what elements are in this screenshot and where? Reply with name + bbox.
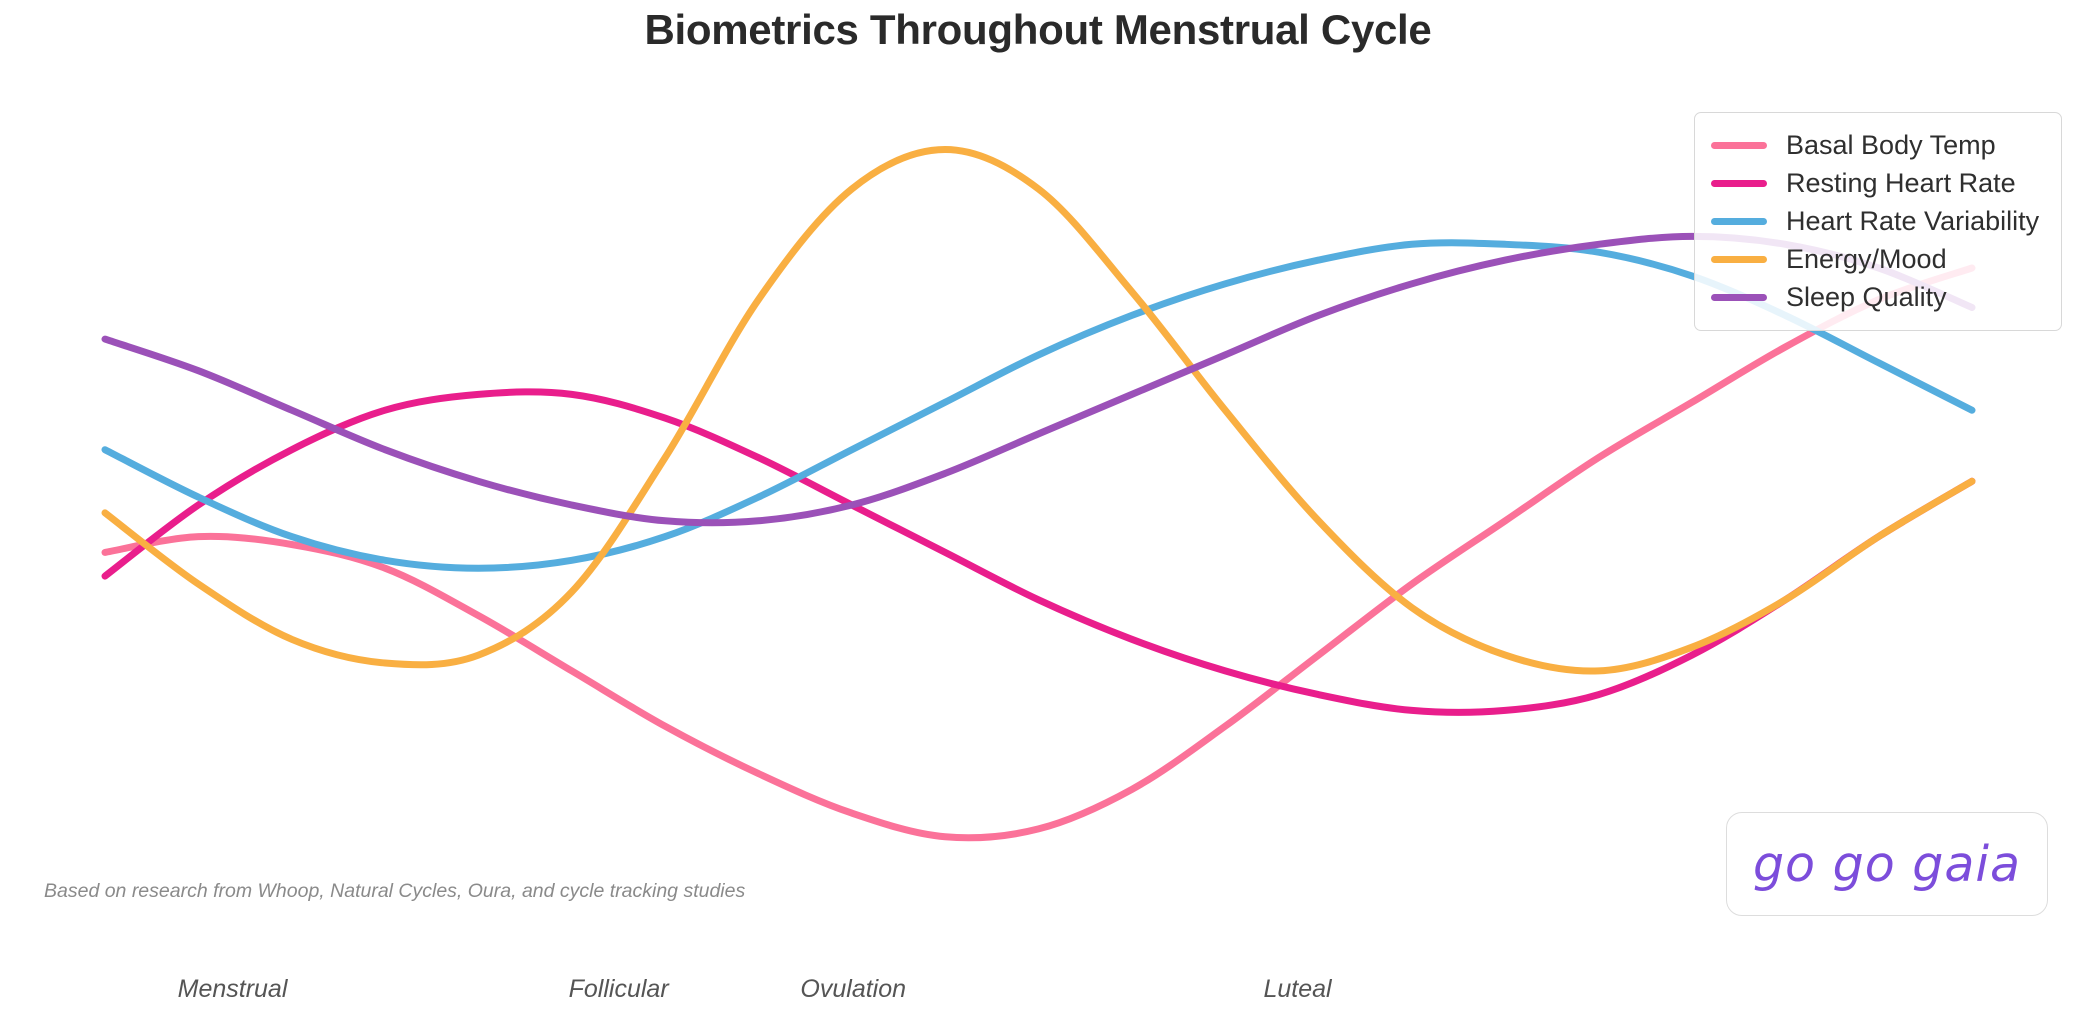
legend-item-sleep-quality[interactable]: Sleep Quality <box>1711 278 2045 316</box>
legend-swatch-basal-body-temp <box>1711 141 1767 149</box>
legend-swatch-energy-mood <box>1711 255 1767 263</box>
phase-label-menstrual: Menstrual <box>177 975 288 1003</box>
phase-label-follicular: Follicular <box>568 975 669 1003</box>
legend-label-heart-rate-variability: Heart Rate Variability <box>1786 205 2040 236</box>
legend-swatch-heart-rate-variability <box>1711 217 1767 225</box>
legend-label-energy-mood: Energy/Mood <box>1786 243 1947 274</box>
series-line-resting-heart-rate <box>101 388 1976 716</box>
legend-label-basal-body-temp: Basal Body Temp <box>1786 129 1996 160</box>
legend-item-heart-rate-variability[interactable]: Heart Rate Variability <box>1711 202 2045 240</box>
chart-legend[interactable]: Basal Body Temp Resting Heart Rate Heart… <box>1694 112 2062 331</box>
chart-title: Biometrics Throughout Menstrual Cycle <box>644 6 1432 53</box>
series-line-heart-rate-variability <box>101 239 1976 572</box>
brand-badge: go go gaia <box>1726 812 2048 916</box>
legend-item-energy-mood[interactable]: Energy/Mood <box>1711 240 2045 278</box>
phase-label-ovulation: Ovulation <box>800 975 907 1003</box>
chart-footnote: Based on research from Whoop, Natural Cy… <box>44 880 746 902</box>
legend-item-resting-heart-rate[interactable]: Resting Heart Rate <box>1711 164 2045 202</box>
legend-swatch-sleep-quality <box>1711 293 1767 301</box>
legend-label-resting-heart-rate: Resting Heart Rate <box>1786 167 2016 198</box>
phase-axis-labels: Menstrual Follicular Ovulation Luteal <box>0 975 2076 1015</box>
series-line-energy-mood <box>101 146 1976 675</box>
legend-label-sleep-quality: Sleep Quality <box>1786 281 1947 312</box>
brand-wordmark: go go gaia <box>1752 835 2022 893</box>
legend-swatch-resting-heart-rate <box>1711 179 1767 187</box>
series-line-basal-body-temp <box>101 264 1976 842</box>
series-layer <box>101 146 1976 842</box>
phase-label-luteal: Luteal <box>1263 975 1332 1003</box>
legend-item-basal-body-temp[interactable]: Basal Body Temp <box>1711 126 2045 164</box>
series-line-sleep-quality <box>101 232 1976 527</box>
